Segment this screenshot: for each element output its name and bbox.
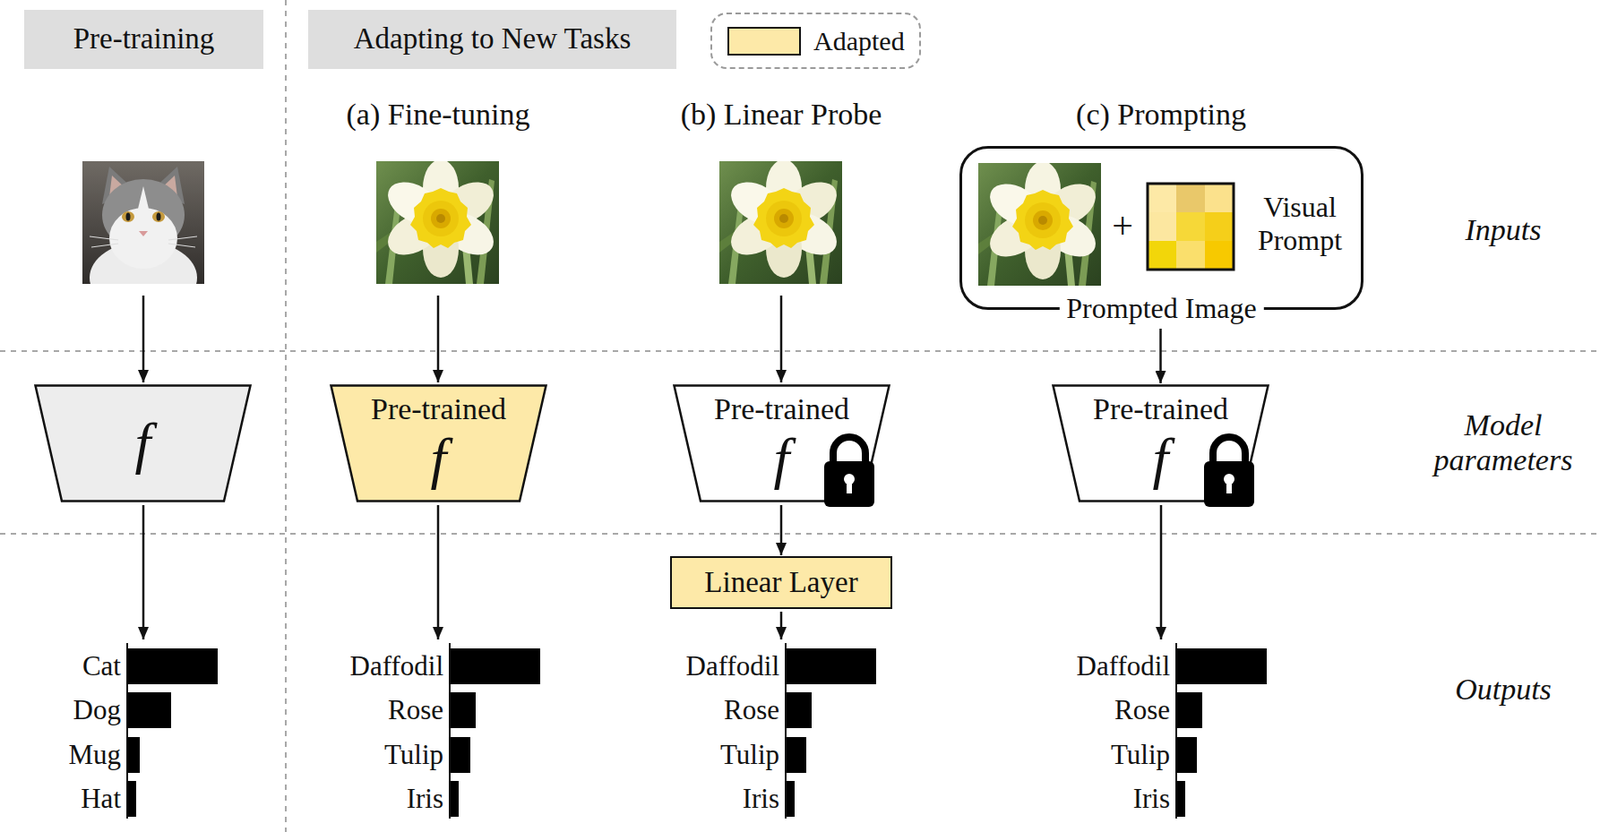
column-title: (c) Prompting xyxy=(1075,96,1247,132)
model-symbol: f xyxy=(774,430,791,488)
trapezoid-text-area: Pre-trainedf xyxy=(1051,384,1270,503)
class-label: Cat xyxy=(82,650,121,683)
node-text: Pre-trained xyxy=(370,391,507,427)
row-label: Model parameters xyxy=(1413,407,1593,478)
class-label: Iris xyxy=(742,782,780,816)
class-label: Tulip xyxy=(720,739,780,772)
class-label: Hat xyxy=(80,782,121,816)
legend-box: Adapted xyxy=(710,12,921,69)
plus-sign: + xyxy=(1111,204,1134,248)
trapezoid-shape xyxy=(35,386,251,502)
row-label: Outputs xyxy=(1454,671,1552,707)
connector-arrow xyxy=(780,505,783,556)
linear-layer-box: Linear Layer xyxy=(670,556,893,610)
legend-swatch xyxy=(727,26,801,56)
class-label: Tulip xyxy=(384,739,444,772)
model-trapezoid: Pre-trainedf xyxy=(329,384,548,503)
daffodil-photo xyxy=(376,159,1103,286)
class-label: Iris xyxy=(1133,782,1170,816)
model-symbol: f xyxy=(430,430,448,488)
class-label: Daffodil xyxy=(686,650,780,683)
model-trapezoid: Pre-trainedf xyxy=(672,384,891,503)
visual-prompt-grid xyxy=(1147,183,1234,270)
cat-photo xyxy=(82,161,205,314)
model-symbol: f xyxy=(1152,430,1170,488)
column-title: (a) Fine-tuning xyxy=(346,96,531,132)
lock-icon xyxy=(824,437,875,508)
class-label: Daffodil xyxy=(350,650,444,683)
prompt-label: Visual Prompt xyxy=(1245,190,1355,258)
row-label: Inputs xyxy=(1465,212,1542,248)
node-text: Adapting to New Tasks xyxy=(353,21,632,58)
model-trapezoid: f xyxy=(34,384,252,503)
class-label: Daffodil xyxy=(1076,650,1170,683)
frame-caption: Prompted Image xyxy=(1058,290,1264,327)
model-symbol: f xyxy=(135,414,152,473)
flow-arrows xyxy=(143,295,1162,640)
header-box: Pre-training xyxy=(24,9,264,69)
class-label: Mug xyxy=(68,739,121,772)
trapezoid-text-area: Pre-trainedf xyxy=(672,384,891,503)
model-trapezoid: Pre-trainedf xyxy=(1051,384,1270,503)
trapezoid-shape xyxy=(331,386,547,502)
column-title: (b) Linear Probe xyxy=(680,96,883,132)
node-text: Pre-trained xyxy=(1092,391,1229,427)
node-text: Linear Layer xyxy=(704,565,858,602)
trapezoid-shape xyxy=(674,386,890,502)
node-text: Pre-trained xyxy=(713,391,850,427)
node-text: Pre-training xyxy=(73,21,216,58)
lock-icon xyxy=(1204,437,1255,508)
header-box: Adapting to New Tasks xyxy=(308,9,677,69)
trapezoid-text-area: Pre-trainedf xyxy=(329,384,548,503)
trapezoid-text-area: f xyxy=(34,384,252,503)
trapezoid-shape xyxy=(1053,386,1269,502)
class-label: Rose xyxy=(1114,694,1170,727)
class-label: Rose xyxy=(723,694,780,727)
class-label: Dog xyxy=(73,694,121,727)
legend-text: Adapted xyxy=(813,25,905,58)
bar-chart xyxy=(127,648,1267,818)
class-label: Rose xyxy=(387,694,444,727)
class-label: Tulip xyxy=(1110,739,1170,772)
bar-axis xyxy=(127,643,1177,819)
class-label: Iris xyxy=(406,782,444,816)
connector-arrow xyxy=(1159,328,1162,384)
